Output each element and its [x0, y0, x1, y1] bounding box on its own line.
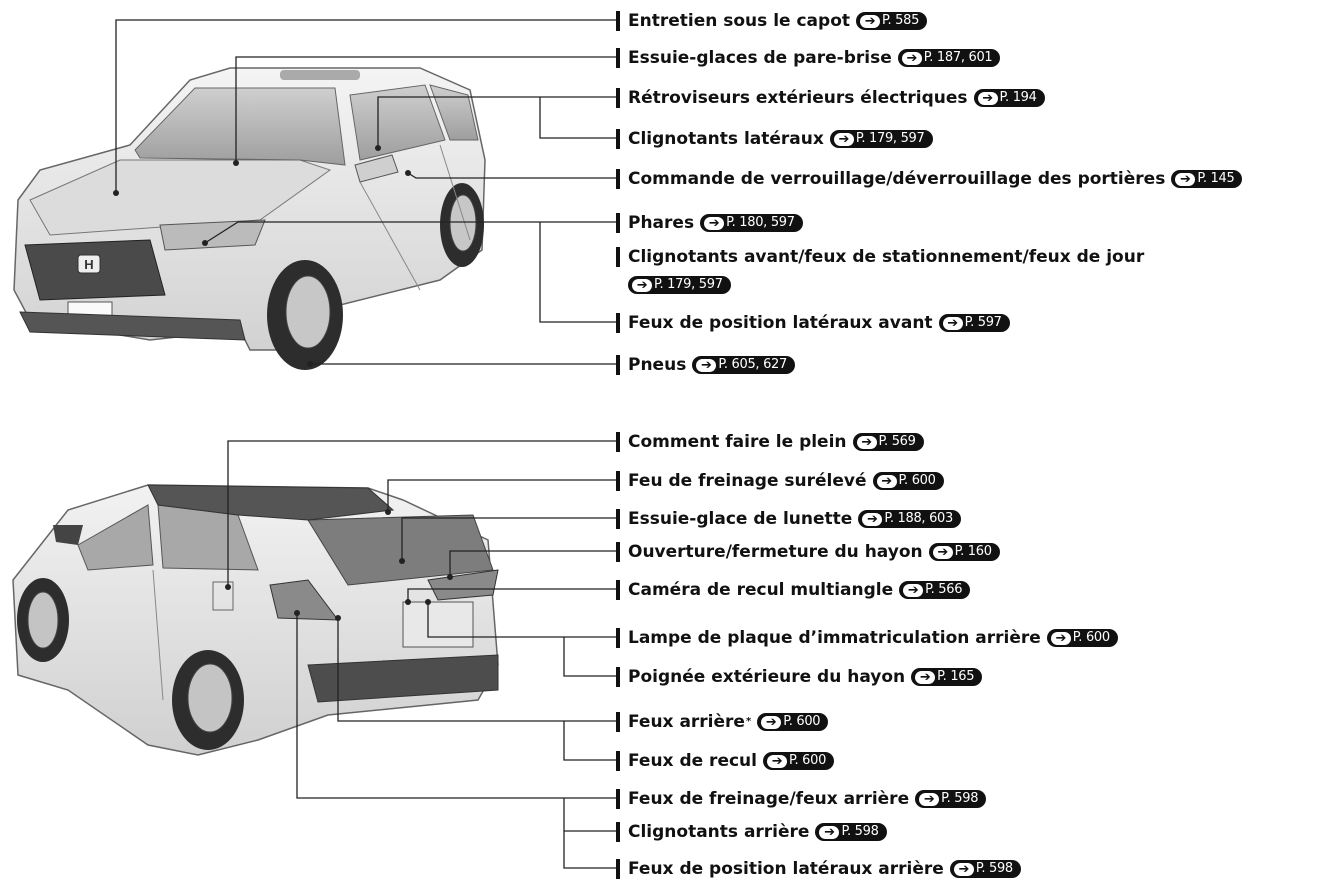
page-ref-badge[interactable]: ➔P. 605, 627 [692, 356, 795, 374]
page-ref-badge[interactable]: ➔P. 598 [915, 790, 987, 808]
callout-side-turn-signals: Clignotants latéraux ➔P. 179, 597 [616, 128, 933, 150]
page-ref-badge[interactable]: ➔P. 600 [757, 713, 829, 731]
callout-front-signals-parking-drl-ref: ➔P. 179, 597 [622, 276, 731, 294]
callout-tailgate-outer-handle: Poignée extérieure du hayon ➔P. 165 [616, 666, 983, 688]
page-ref-badge[interactable]: ➔P. 160 [928, 543, 1000, 561]
page-ref-badge[interactable]: ➔P. 179, 597 [829, 130, 933, 148]
rear-car-illustration [12, 484, 499, 756]
footnote-asterisk: * [745, 716, 752, 727]
arrow-right-icon: ➔ [942, 316, 963, 330]
callout-front-side-marker-lights: Feux de position latéraux avant ➔P. 597 [616, 312, 1010, 334]
callout-windshield-wipers: Essuie-glaces de pare-brise ➔P. 187, 601 [616, 47, 1001, 69]
page-ref-badge[interactable]: ➔P. 179, 597 [628, 276, 731, 294]
callout-rear-turn-signals: Clignotants arrière ➔P. 598 [616, 821, 887, 843]
page-ref-badge[interactable]: ➔P. 585 [856, 12, 928, 30]
arrow-right-icon: ➔ [876, 474, 897, 488]
callout-tail-lights: Feux arrière* ➔P. 600 [616, 711, 829, 733]
page-ref-badge[interactable]: ➔P. 569 [852, 433, 924, 451]
page-ref-badge[interactable]: ➔P. 600 [872, 472, 944, 490]
arrow-right-icon: ➔ [819, 825, 840, 839]
callout-brake-tail-lights: Feux de freinage/feux arrière ➔P. 598 [616, 788, 987, 810]
page-ref-badge[interactable]: ➔P. 598 [815, 823, 887, 841]
arrow-right-icon: ➔ [932, 545, 953, 559]
callout-front-signals-parking-drl: Clignotants avant/feux de stationnement/… [616, 246, 1144, 268]
page-ref-badge[interactable]: ➔P. 600 [762, 752, 835, 770]
page-ref-badge[interactable]: ➔P. 598 [949, 860, 1021, 878]
arrow-right-icon: ➔ [704, 216, 725, 230]
page-ref-badge[interactable]: ➔P. 600 [1046, 629, 1118, 647]
arrow-right-icon: ➔ [766, 754, 787, 768]
arrow-right-icon: ➔ [901, 51, 922, 65]
arrow-right-icon: ➔ [761, 715, 782, 729]
page-ref-badge[interactable]: ➔P. 165 [911, 668, 983, 686]
page-ref-badge[interactable]: ➔P. 194 [973, 89, 1045, 107]
arrow-right-icon: ➔ [915, 670, 936, 684]
svg-text:H: H [84, 257, 93, 272]
callout-rear-wiper: Essuie-glace de lunette ➔P. 188, 603 [616, 508, 961, 530]
arrow-right-icon: ➔ [903, 583, 924, 597]
page-ref-badge[interactable]: ➔P. 187, 601 [897, 49, 1001, 67]
callout-multi-view-rear-camera: Caméra de recul multiangle ➔P. 566 [616, 579, 971, 601]
arrow-right-icon: ➔ [833, 132, 854, 146]
arrow-right-icon: ➔ [919, 792, 940, 806]
arrow-right-icon: ➔ [1050, 631, 1071, 645]
callout-headlights: Phares ➔P. 180, 597 [616, 212, 803, 234]
callout-tires: Pneus ➔P. 605, 627 [616, 354, 795, 376]
callout-back-up-lights: Feux de recul ➔P. 600 [616, 750, 835, 772]
front-car-illustration: H [13, 67, 486, 370]
page-ref-badge[interactable]: ➔P. 566 [899, 581, 971, 599]
arrow-right-icon: ➔ [632, 278, 652, 292]
callout-rear-license-plate-light: Lampe de plaque d’immatriculation arrièr… [616, 627, 1118, 649]
page-ref-badge[interactable]: ➔P. 145 [1171, 170, 1243, 188]
callout-under-hood-maintenance: Entretien sous le capot ➔P. 585 [616, 10, 928, 32]
page-ref-badge[interactable]: ➔P. 180, 597 [700, 214, 803, 232]
arrow-right-icon: ➔ [696, 358, 717, 372]
arrow-right-icon: ➔ [977, 91, 998, 105]
page-ref-badge[interactable]: ➔P. 597 [938, 314, 1010, 332]
callout-power-mirrors: Rétroviseurs extérieurs électriques ➔P. … [616, 87, 1045, 109]
callout-door-lock-control: Commande de verrouillage/déverrouillage … [616, 168, 1243, 190]
callout-rear-side-marker-lights: Feux de position latéraux arrière ➔P. 59… [616, 858, 1021, 880]
page-ref-badge[interactable]: ➔P. 188, 603 [858, 510, 961, 528]
arrow-right-icon: ➔ [860, 14, 880, 28]
callout-high-mount-brake-light: Feu de freinage surélevé ➔P. 600 [616, 470, 944, 492]
arrow-right-icon: ➔ [953, 862, 974, 876]
arrow-right-icon: ➔ [862, 512, 883, 526]
arrow-right-icon: ➔ [1175, 172, 1196, 186]
callout-refueling: Comment faire le plein ➔P. 569 [616, 431, 924, 453]
callout-tailgate-open-close: Ouverture/fermeture du hayon ➔P. 160 [616, 541, 1000, 563]
arrow-right-icon: ➔ [856, 435, 877, 449]
